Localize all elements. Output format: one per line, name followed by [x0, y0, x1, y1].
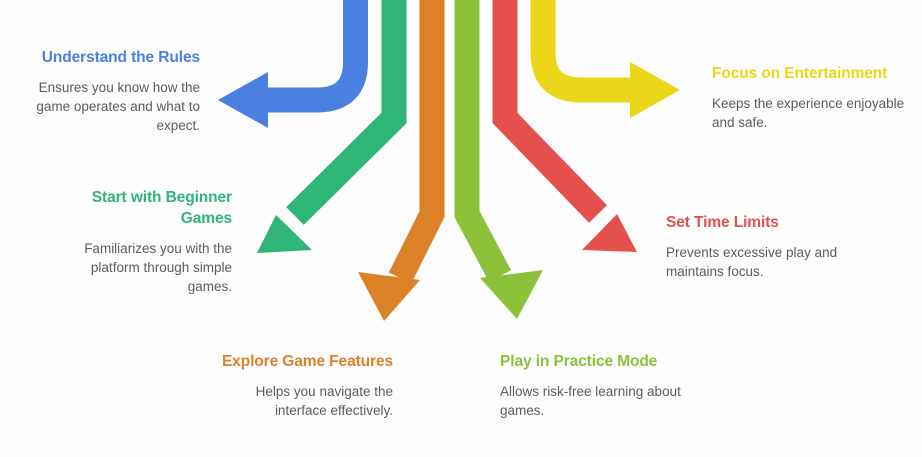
branch-description-practice-mode: Allows risk-free learning about games. — [500, 383, 681, 419]
arrow-understand-rules — [218, 0, 368, 128]
arrow-blue-head — [218, 72, 268, 128]
arrow-lime-head — [480, 270, 543, 319]
branch-title-explore-features: Explore Game Features — [221, 353, 393, 370]
branch-title-practice-mode: Play in Practice Mode — [500, 353, 658, 370]
arrow-practice-mode — [454, 0, 543, 319]
arrow-green-body — [286, 0, 407, 225]
branch-title-understand-rules: Understand the Rules — [41, 49, 200, 66]
arrow-focus-entertainment — [530, 0, 680, 118]
branch-label-understand-rules: Understand the Rules Ensures you know ho… — [8, 48, 200, 135]
arrow-red-head — [582, 214, 637, 252]
arrow-lime-body — [454, 0, 512, 282]
branch-description-understand-rules: Ensures you know how the game operates a… — [36, 79, 200, 134]
branch-title-beginner-games: Start with Beginner Games — [91, 189, 232, 227]
branch-description-focus-entertainment: Keeps the experience enjoyable and safe. — [712, 95, 905, 131]
arrow-orange-head — [358, 272, 420, 321]
branch-label-practice-mode: Play in Practice Mode Allows risk-free l… — [500, 352, 685, 420]
branch-title-set-time-limits: Set Time Limits — [666, 214, 779, 231]
arrow-explore-features — [358, 0, 445, 321]
branch-description-set-time-limits: Prevents excessive play and maintains fo… — [666, 244, 838, 280]
branch-description-explore-features: Helps you navigate the interface effecti… — [255, 383, 393, 419]
arrow-orange-body — [388, 0, 445, 284]
arrow-green-head — [257, 215, 312, 253]
branch-description-beginner-games: Familiarizes you with the platform throu… — [84, 240, 232, 295]
arrow-beginner-games — [257, 0, 407, 253]
arrow-set-time-limits — [492, 0, 637, 252]
branch-label-beginner-games: Start with Beginner Games Familiarizes y… — [62, 188, 232, 296]
arrow-yellow-body — [530, 0, 640, 103]
branch-title-focus-entertainment: Focus on Entertainment — [712, 65, 888, 82]
arrow-yellow-head — [630, 62, 680, 118]
branch-label-explore-features: Explore Game Features Helps you navigate… — [218, 352, 393, 420]
branch-label-set-time-limits: Set Time Limits Prevents excessive play … — [666, 213, 881, 281]
arrow-blue-body — [258, 0, 368, 113]
arrow-red-body — [492, 0, 607, 223]
branch-label-focus-entertainment: Focus on Entertainment Keeps the experie… — [712, 64, 917, 132]
